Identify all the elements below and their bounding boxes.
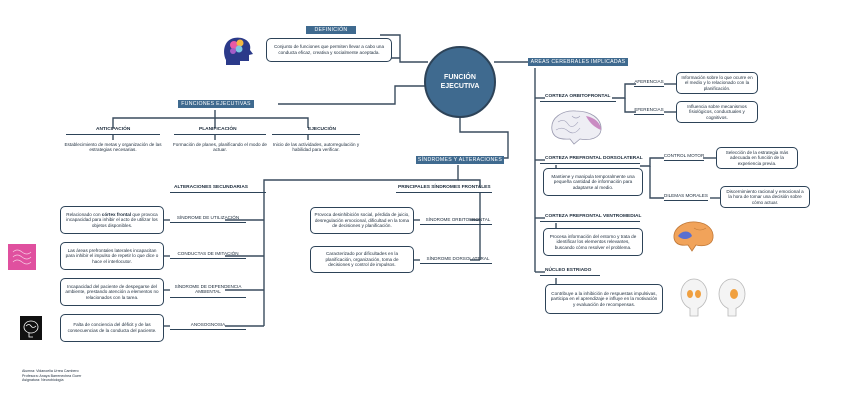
- brain-outline-icon: [23, 320, 39, 338]
- brain-illustration-icon: [551, 110, 602, 145]
- control-motor-label: CONTROL MOTOR: [663, 153, 705, 158]
- utilizacion-underline: [170, 222, 246, 224]
- ventromedial-text: Procesa información del entorno y trata …: [549, 233, 637, 250]
- dilemas-label: DILEMAS MORALES: [664, 193, 708, 198]
- ribbon-areas: AREAS CEREBRALES IMPLICADAS: [528, 58, 628, 66]
- brain-pattern-icon: [12, 249, 32, 265]
- definicion-text: Conjunto de funciones que permiten lleva…: [273, 44, 385, 55]
- dependencia-underline: [170, 297, 246, 299]
- control-motor-underline: [664, 160, 704, 162]
- alteraciones-title: ALTERACIONES SECUNDARIAS: [174, 185, 249, 190]
- ribbon-sindromes: SÍNDROMES Y ALTERACIONES: [416, 156, 504, 164]
- ventromedial-underline: [540, 221, 640, 223]
- orbitofrontal-title: CORTEZA ORBITOFRONTAL: [545, 94, 611, 99]
- footer-line-asignatura: Asignatura: Neurobiología: [22, 378, 64, 383]
- principales-title: PRINCIPALES SÍNDROMES FRONTALES: [398, 185, 491, 190]
- orbitofrontal-syndrome-text: Provoca desinhibición social, pérdida de…: [314, 212, 410, 229]
- aferencias-label: AFERENCIAS: [634, 79, 664, 84]
- striatum-heads-icon: [680, 278, 746, 317]
- central-node: FUNCIÓN EJECUTIVA: [424, 46, 496, 118]
- dorsolateral-syndrome-box: Caracterizado por dificultades en la pla…: [310, 246, 414, 273]
- estriado-underline: [540, 275, 600, 277]
- principales-underline: [396, 192, 492, 194]
- utilizacion-label: SÍNDROME DE UTILIZACIÓN: [176, 215, 240, 220]
- planificacion-text: Formación de planes, planificando el mod…: [173, 142, 267, 153]
- dorsolateral-text: Mantiene y manipula temporalmente una pe…: [551, 173, 635, 190]
- anosognosia-text: Falta de conciencia del déficit y de las…: [67, 322, 157, 333]
- estriado-box: Contribuye a la inhibición de respuestas…: [545, 284, 663, 314]
- estriado-title: NÚCLEO ESTRIADO: [545, 268, 592, 273]
- dependencia-box: Incapacidad del paciente de despegarse d…: [60, 278, 164, 306]
- orbitofrontal-underline: [540, 101, 616, 103]
- control-motor-text: Selección de la estrategia más adecuada …: [725, 149, 789, 166]
- imitacion-underline: [170, 258, 246, 260]
- central-title: FUNCIÓN EJECUTIVA: [440, 74, 480, 90]
- dorsolateral-underline: [540, 163, 640, 165]
- dorsolateral-title: CORTEZA PREFRONTAL DORSOLATERAL: [545, 156, 643, 161]
- thinking-head-icon: [224, 37, 253, 65]
- ventromedial-brain-icon: [673, 221, 714, 252]
- ejecucion-text: Inicio de las actividades, autorregulaci…: [272, 142, 360, 153]
- anosognosia-box: Falta de conciencia del déficit y de las…: [60, 314, 164, 342]
- footer-credits: Alumna: Vidanoelia Urrea Cambero Profeso…: [22, 369, 81, 383]
- dilemas-box: Discernimiento racional y emocional a la…: [720, 186, 810, 208]
- anosognosia-label: ANOSOGNOSIA: [190, 322, 226, 327]
- aferencias-text: Información sobre lo que ocurre en el me…: [681, 74, 753, 91]
- anticipacion-underline: [66, 134, 160, 136]
- orbitofrontal-syndrome-box: Provoca desinhibición social, pérdida de…: [310, 207, 414, 234]
- orbitofrontal-syndrome-underline: [420, 224, 492, 226]
- dorsolateral-syndrome-label: SÍNDROME DORSOLATERAL: [426, 256, 490, 261]
- dark-brain-image: [20, 316, 42, 340]
- estriado-text: Contribuye a la inhibición de respuestas…: [550, 290, 658, 307]
- alteraciones-underline: [170, 192, 266, 194]
- utilizacion-box: Relacionado con córtex frontal que provo…: [60, 206, 164, 234]
- planificacion-title: PLANIFICACIÓN: [199, 127, 237, 132]
- dependencia-label: SÍNDROME DE DEPENDENCIA AMBIENTAL: [174, 284, 242, 295]
- dorsolateral-box: Mantiene y manipula temporalmente una pe…: [543, 168, 643, 196]
- aferencias-box: Información sobre lo que ocurre en el me…: [676, 72, 758, 94]
- definicion-box: Conjunto de funciones que permiten lleva…: [266, 38, 392, 62]
- aferencias-underline: [634, 86, 664, 88]
- eferencias-box: Influencia sobre mecanismos fisiológicos…: [676, 101, 758, 123]
- eferencias-label: EFERENCIAS: [634, 107, 664, 112]
- ejecucion-underline: [272, 134, 360, 136]
- footer-line-alumna: Alumna: Vidanoelia Urrea Cambero: [22, 369, 79, 373]
- imitacion-box: Las áreas prefrontales laterales incapac…: [60, 242, 164, 270]
- ejecucion-title: EJECUCIÓN: [308, 127, 336, 132]
- eferencias-text: Influencia sobre mecanismos fisiológicos…: [687, 103, 747, 120]
- ribbon-funciones: FUNCIONES EJECUTIVAS: [178, 100, 254, 108]
- anosognosia-underline: [170, 329, 246, 331]
- ribbon-definicion: DEFINICIÓN: [306, 26, 356, 34]
- planificacion-underline: [174, 134, 266, 136]
- dorsolateral-syndrome-text: Caracterizado por dificultades en la pla…: [325, 251, 399, 268]
- dilemas-underline: [664, 200, 708, 202]
- dependencia-text: Incapacidad del paciente de despegarse d…: [65, 283, 159, 300]
- eferencias-underline: [634, 114, 664, 116]
- dorsolateral-syndrome-underline: [420, 263, 492, 265]
- utilizacion-text: Relacionado con córtex frontal que provo…: [66, 211, 158, 228]
- ventromedial-box: Procesa información del entorno y trata …: [543, 228, 643, 256]
- dilemas-text: Discernimiento racional y emocional a la…: [726, 188, 804, 205]
- anticipacion-text: Establecimiento de metas y organización …: [64, 142, 162, 153]
- pink-brain-image: [8, 244, 36, 270]
- footer-line-profesora: Profesora: Anaya Barrenechea Guerr: [22, 373, 82, 378]
- anticipacion-title: ANTICIPACIÓN: [96, 127, 131, 132]
- imitacion-text: Las áreas prefrontales laterales incapac…: [65, 247, 159, 264]
- ventromedial-title: CORTEZA PREFRONTAL VENTROMEDIAL: [545, 214, 642, 219]
- imitacion-label: CONDUCTAS DE IMITACIÓN: [177, 251, 239, 256]
- orbitofrontal-syndrome-label: SÍNDROME ORBITOFRONTAL: [425, 217, 491, 222]
- control-motor-box: Selección de la estrategia más adecuada …: [716, 147, 798, 169]
